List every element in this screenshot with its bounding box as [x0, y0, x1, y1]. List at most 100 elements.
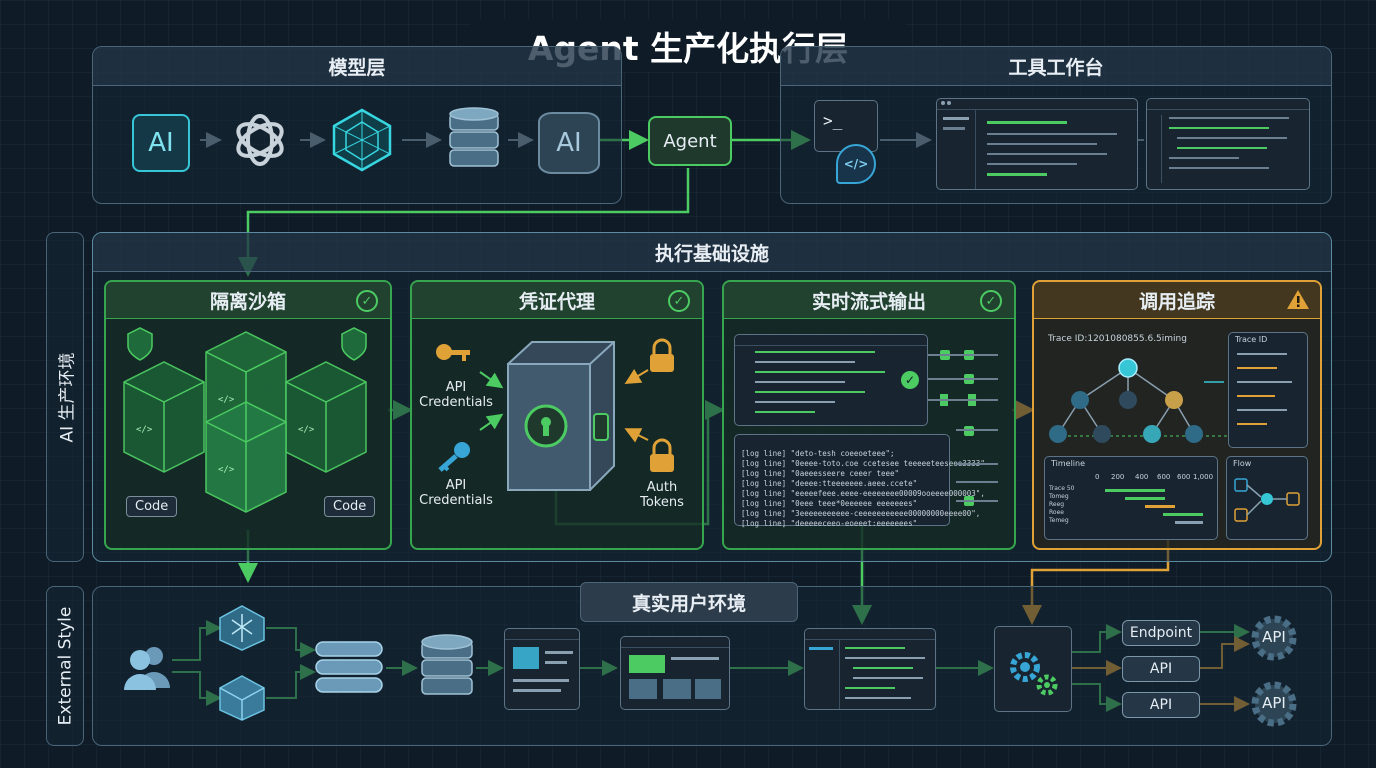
- ai-chip-icon: AI: [132, 114, 190, 172]
- shield-icon: [341, 327, 367, 361]
- editor-window-2[interactable]: [1146, 98, 1310, 190]
- api-pill-2[interactable]: API: [1122, 692, 1200, 718]
- api-pill-label: API: [1149, 697, 1173, 713]
- key-icon: [436, 344, 470, 361]
- shield-icon: [127, 327, 153, 361]
- api-pill-label: API: [1149, 661, 1173, 677]
- server-rack-icon: [315, 641, 383, 693]
- lock-icon: [650, 438, 674, 472]
- flow-window: Flow: [1226, 456, 1308, 540]
- timeline-row-label: Trace 50: [1049, 485, 1075, 492]
- timeline-tick: 200: [1111, 473, 1125, 481]
- ai-cylinder-icon: AI: [538, 112, 600, 174]
- check-icon: ✓: [356, 290, 378, 312]
- api-pill-1[interactable]: API: [1122, 656, 1200, 682]
- credential-title: 凭证代理: [412, 282, 702, 319]
- agent-label: Agent: [663, 130, 717, 152]
- users-icon: [124, 647, 170, 690]
- app-window-2[interactable]: [620, 636, 730, 710]
- log-line: [log line] "eeeeefeee.eeee-eeeeeeee00009…: [741, 489, 985, 498]
- lock-arrows: [624, 368, 649, 443]
- cube-icon: [219, 675, 265, 721]
- warning-icon: [1287, 290, 1309, 309]
- auth-tokens-label: Auth Tokens: [640, 480, 684, 510]
- flow-diagram: [1234, 478, 1300, 522]
- api-gear-node-1: API: [1248, 612, 1300, 664]
- svg-text:</>: </>: [136, 425, 153, 435]
- stream-title: 实时流式输出: [724, 282, 1014, 319]
- log-line: [log line] "0eeee-toto.coe ccetesee teee…: [741, 459, 985, 468]
- terminal-window[interactable]: >_: [814, 100, 878, 152]
- sandbox-title: 隔离沙箱: [106, 282, 390, 319]
- log-line: [log line] "deeee:tteeeeeee.aeee.ccete": [741, 479, 918, 488]
- gear-icon: [1251, 681, 1297, 727]
- log-line: [log line] "deto-tesh coeeoeteee";: [741, 449, 895, 458]
- sandbox-cubes-illustration: </> </> </> </>: [123, 327, 367, 513]
- api-credentials-label-2: API Credentials: [419, 478, 493, 508]
- infra-title: 执行基础设施: [93, 233, 1331, 272]
- check-icon: ✓: [980, 290, 1002, 312]
- openai-logo-icon: [236, 114, 284, 166]
- gear-icon: [1010, 652, 1058, 696]
- sandbox-code-chip-1: Code: [126, 496, 178, 517]
- side-label-external: External Style: [46, 586, 84, 746]
- database-icon: [421, 634, 473, 695]
- timeline-tick: 600: [1177, 473, 1191, 481]
- api-gear-label: API: [1262, 628, 1286, 646]
- vault-safe-icon: [507, 341, 615, 491]
- lock-icon: [650, 338, 674, 372]
- app-window-1[interactable]: [504, 628, 580, 710]
- timeline-tick: 600: [1157, 473, 1171, 481]
- svg-text:</>: </>: [218, 395, 235, 405]
- key-icon: [438, 442, 470, 472]
- endpoint-label: Endpoint: [1129, 625, 1193, 641]
- check-circle-icon: ✓: [901, 371, 919, 389]
- log-line: [log line] "0aeeesseere ceeer teee": [741, 469, 900, 478]
- ai-cylinder-label: AI: [556, 128, 582, 158]
- side-label-external-text: External Style: [55, 606, 76, 726]
- side-label-production: AI 生产环境: [46, 232, 84, 562]
- api-credentials-label-1: API Credentials: [419, 380, 493, 410]
- terminal-prompt-icon: >_: [823, 111, 843, 130]
- trace-header-text: Trace ID:1201080855.6.5iming: [1048, 334, 1187, 344]
- log-line: [log line] "deeeeeceeo-eoeeet:eeeeeees": [741, 519, 918, 528]
- timeline-row-label: Tomeg: [1049, 493, 1069, 500]
- stream-chunks: [928, 350, 998, 506]
- svg-text:</>: </>: [298, 425, 315, 435]
- tool-layer-title: 工具工作台: [781, 47, 1331, 86]
- agent-node[interactable]: Agent: [648, 116, 732, 166]
- stream-window-1: ✓: [734, 334, 928, 426]
- gear-icon: [1251, 615, 1297, 661]
- trace-title: 调用追踪: [1034, 282, 1320, 319]
- ai-chip-label: AI: [148, 128, 174, 158]
- trace-id-window: Trace ID: [1228, 332, 1308, 448]
- trace-tree-diagram: [1049, 358, 1228, 443]
- side-label-production-text: AI 生产环境: [57, 351, 78, 443]
- app-window-code[interactable]: [804, 628, 936, 710]
- stream-log-window: [log line] "deto-tesh coeeoeteee"; [log …: [734, 434, 985, 528]
- svg-text:</>: </>: [218, 465, 235, 475]
- timeline-label: Timeline: [1051, 459, 1086, 468]
- timeline-tick: 1,000: [1193, 473, 1214, 481]
- trace-id-label: Trace ID: [1235, 335, 1268, 344]
- code-tag-icon: </>: [836, 144, 876, 184]
- database-icon: [449, 107, 499, 167]
- gear-window[interactable]: [994, 626, 1072, 712]
- timeline-tick: 400: [1135, 473, 1149, 481]
- timeline-row-label: Reeg: [1049, 501, 1065, 508]
- endpoint-pill[interactable]: Endpoint: [1122, 620, 1200, 646]
- sandbox-code-label: Code: [135, 499, 169, 514]
- editor-window-1[interactable]: [936, 98, 1138, 190]
- timeline-row-label: Roee: [1049, 509, 1064, 516]
- network-cube-icon: [219, 605, 265, 651]
- sandbox-code-chip-2: Code: [324, 496, 376, 517]
- model-layer-title: 模型层: [93, 47, 621, 86]
- api-gear-label: API: [1262, 694, 1286, 712]
- timeline-tick: 0: [1095, 473, 1100, 481]
- log-line: [log line] "3eeeeeeeeeee-ceeeeeeeeeee000…: [741, 509, 981, 518]
- user-env-title: 真实用户环境: [580, 582, 798, 622]
- check-icon: ✓: [668, 290, 690, 312]
- api-gear-node-2: API: [1248, 678, 1300, 730]
- timeline-rows: Trace 50 Tomeg Reeg Roee Temeg: [1049, 485, 1074, 525]
- timeline-window: Timeline 0 200 400 600 600 1,000 Trace 5…: [1044, 456, 1218, 540]
